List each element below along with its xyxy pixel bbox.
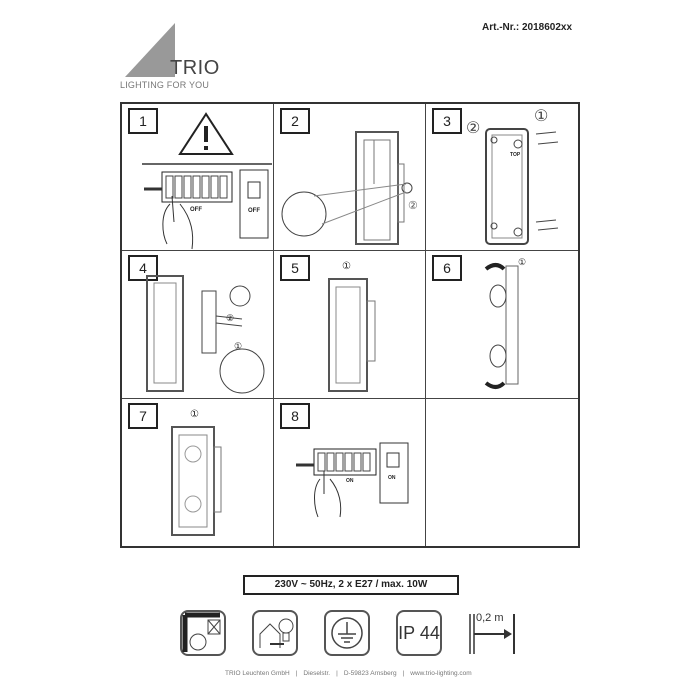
company-name: TRIO Leuchten GmbH [225,670,290,677]
min-distance-icon: 0,2 m [468,610,515,656]
step-number: 3 [432,108,462,134]
protective-earth-icon [324,610,370,656]
logo-name: TRIO [170,57,220,79]
street: Dieselstr. [303,670,331,677]
insert-bulbs-illustration [484,263,519,390]
close-lamp-illustration [171,425,222,536]
ip-rating: IP 44 [398,622,440,643]
step-number: 5 [280,255,310,282]
on-label: ON [388,474,396,481]
separator: | [295,670,298,677]
callout-1: ① [234,341,243,352]
callout-1: ① [518,257,527,268]
callout-1: ① [190,408,199,420]
step-number: 8 [280,402,310,429]
step-4: 4 ① ② [122,251,274,399]
logo-tagline: LIGHTING FOR YOU [120,80,210,90]
step-5: 5 ① [274,251,426,399]
trio-logo: TRIO LIGHTING FOR YOU [120,20,230,95]
distance-label: 0,2 m [476,612,504,624]
on-label: ON [346,477,354,484]
safety-symbols: IP 44 0,2 m [180,610,515,656]
step-7: 7 ① [122,398,274,546]
step-2: 2 ② [274,104,426,252]
power-off-illustration [142,112,272,250]
article-number: Art.-Nr.: 2018602xx [482,22,573,33]
step-3: 3 ① ② TOP [426,104,578,252]
attach-lamp-illustration [328,278,376,393]
callout-2: ② [226,313,235,324]
remove-screw-illustration [281,131,413,245]
step-number: 6 [432,255,462,282]
callout-1: ① [534,108,549,125]
ip-rating-badge: IP 44 [396,610,442,656]
off-label: OFF [190,207,202,213]
city: D-59823 Arnsberg [343,670,397,677]
mounting-plate-illustration [485,128,559,245]
instruction-steps-grid: 1 OFF OFF 2 ② 3 [120,102,580,548]
wall-mount-symbol-icon [180,610,226,656]
separator: | [336,670,338,677]
wiring-illustration [146,275,265,394]
power-on-illustration [296,442,409,517]
callout-2: ② [466,120,481,137]
logo-triangle-icon [125,23,175,77]
empty-cell [426,399,578,546]
step-1: 1 OFF OFF [122,104,274,252]
website-link[interactable]: www.trio-lighting.com [410,670,472,677]
step-number: 7 [128,402,158,429]
footer-address: TRIO Leuchten GmbH | Dieselstr. | D-59823 Ar… [222,670,475,677]
off-label: OFF [248,208,260,214]
step-6: 6 ① [426,251,578,399]
step-number: 2 [280,108,310,134]
separator: | [402,670,405,677]
step-number: 1 [128,108,158,134]
electrical-specification: 230V ~ 50Hz, 2 x E27 / max. 10W [243,575,459,595]
callout-2: ② [408,200,418,212]
indoor-outdoor-lamp-icon [252,610,298,656]
callout-1: ① [342,261,351,273]
step-8: 8 ON ON [274,398,426,546]
top-label: TOP [510,152,521,158]
